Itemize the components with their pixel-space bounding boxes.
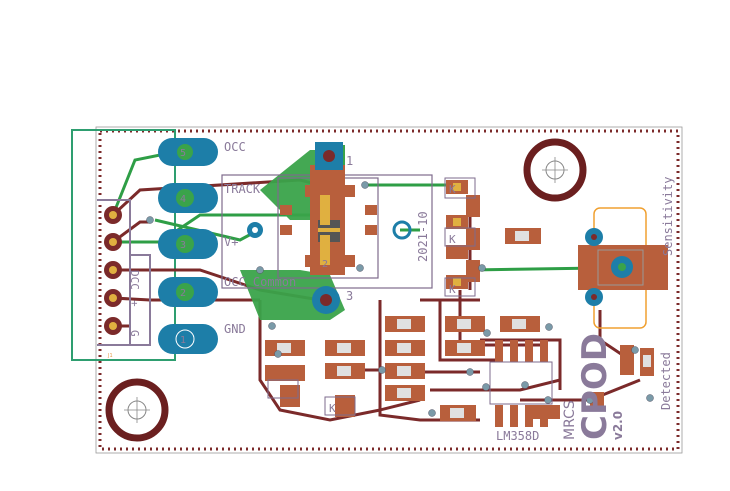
terminal-num-1: 1 xyxy=(180,335,186,346)
jack-ref: J1 xyxy=(107,353,113,359)
board-title: MRCS xyxy=(562,400,578,440)
led-label: Detected xyxy=(659,352,673,410)
terminal-pin-3 xyxy=(158,229,218,259)
terminal-pin-5 xyxy=(158,138,218,166)
mounting-hole-bottom xyxy=(105,378,169,442)
q1-pin-3: 3 xyxy=(346,289,353,303)
dc-jack-header xyxy=(97,199,151,346)
label-gnd: GND xyxy=(224,322,246,336)
terminal-block: 5 4 3 2 1 xyxy=(158,138,218,354)
board-outline xyxy=(98,129,680,451)
terminal-pin-1 xyxy=(158,324,218,354)
label-vplus: V+ xyxy=(224,235,238,249)
q1-pin-2: 2 xyxy=(322,259,328,270)
potentiometer xyxy=(578,207,668,329)
terminal-pin-4 xyxy=(158,183,218,213)
diode-k-1: K xyxy=(449,183,456,196)
diode-frames xyxy=(267,177,476,416)
board-date: 2021-10 xyxy=(416,211,430,262)
board-version: v2.0 xyxy=(611,411,625,440)
board-name: CPOD xyxy=(575,333,615,440)
ic-name: LM358D xyxy=(496,429,539,443)
transistor-q1 xyxy=(247,142,412,314)
ic-lm358 xyxy=(489,340,553,427)
jack-label-g: G xyxy=(128,330,141,337)
jack-label-plus: + xyxy=(128,300,141,307)
board-edge xyxy=(95,126,683,454)
diode-k-2: K xyxy=(449,233,456,246)
jack-label-dcc: DCC xyxy=(128,270,141,290)
vias xyxy=(146,181,654,417)
terminal-pin-2 xyxy=(158,277,218,307)
pot-label: Sensitivity xyxy=(661,177,675,256)
diode-k-4: K xyxy=(329,402,336,415)
diode-k-3: K xyxy=(449,283,456,296)
terminal-num-2: 2 xyxy=(180,288,186,299)
mounting-hole-top xyxy=(523,138,587,202)
q1-pin-1: 1 xyxy=(346,154,353,168)
label-occ: OCC xyxy=(224,140,246,154)
label-occ-common: OCC Common xyxy=(224,275,296,289)
terminal-num-3: 3 xyxy=(180,240,186,251)
terminal-num-5: 5 xyxy=(180,148,186,159)
label-track: TRACK xyxy=(224,182,261,196)
terminal-num-4: 4 xyxy=(180,194,186,205)
